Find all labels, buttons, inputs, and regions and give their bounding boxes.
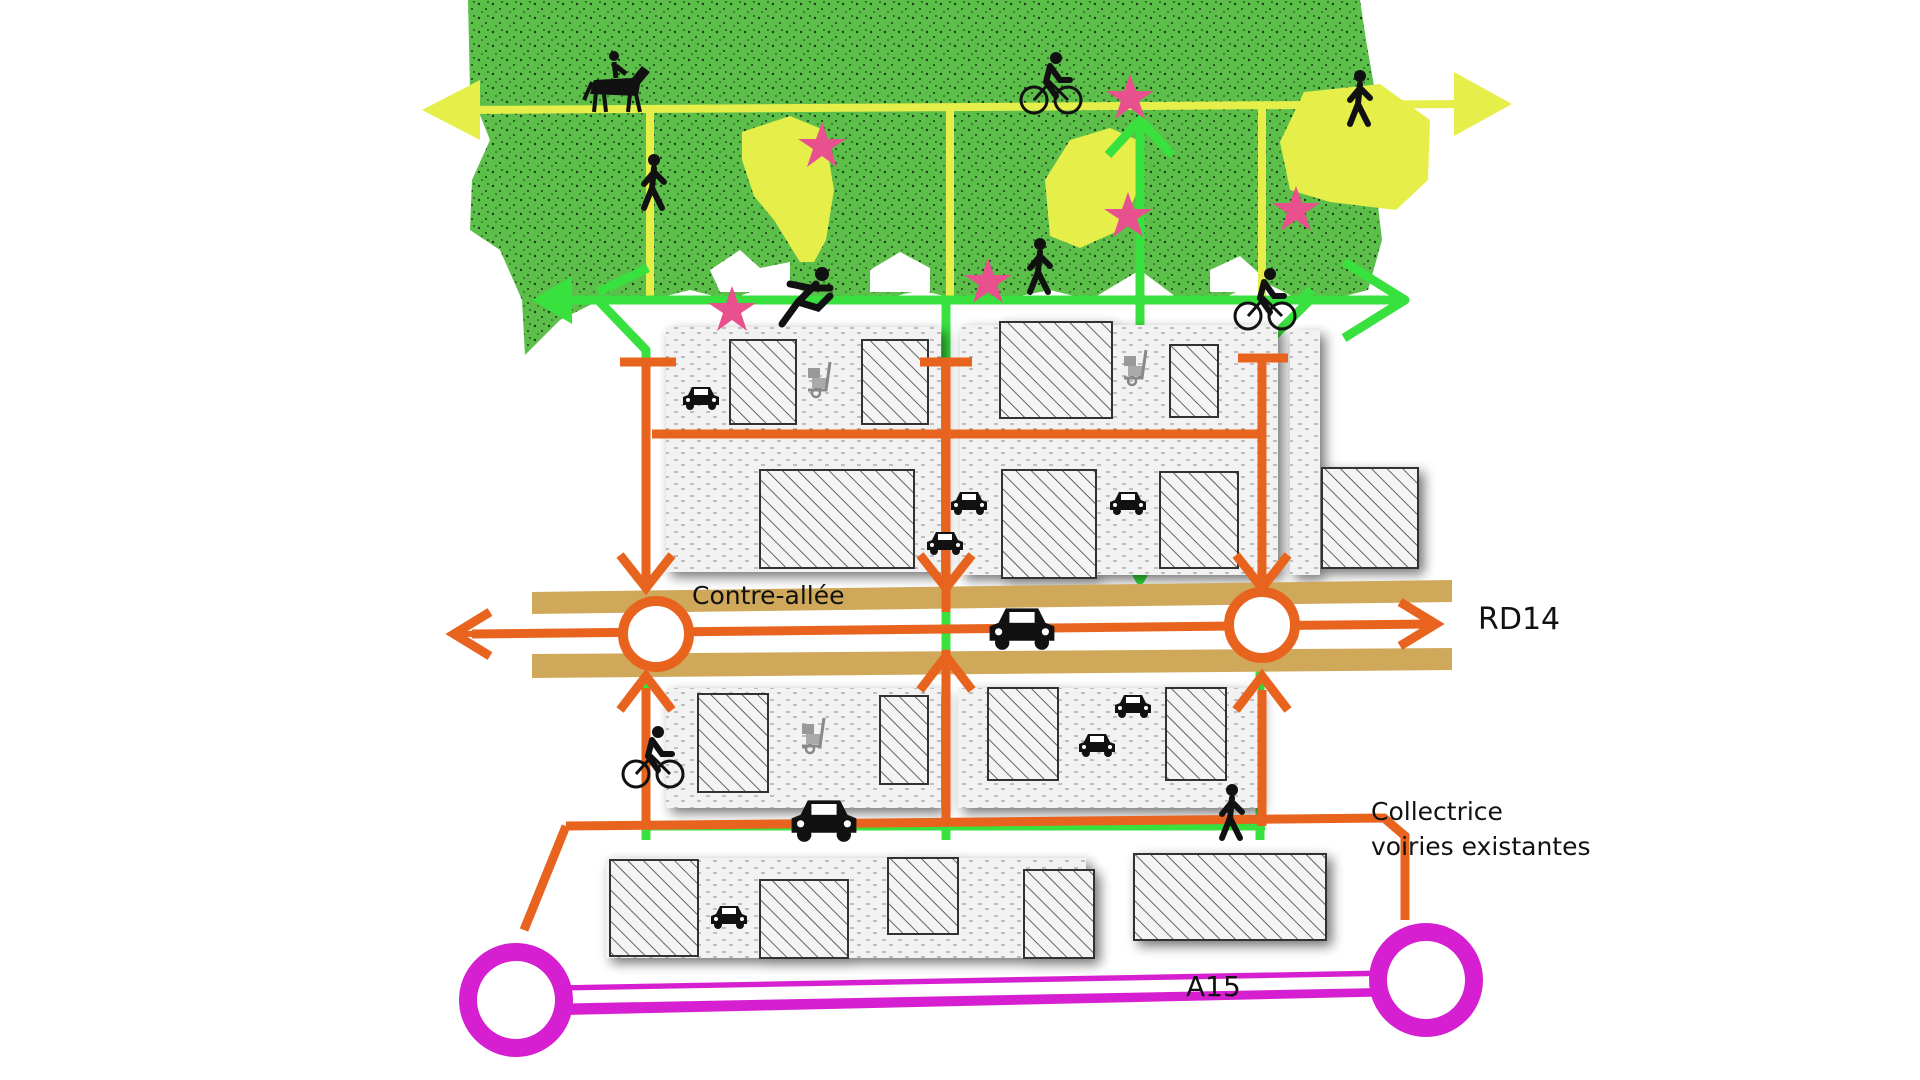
collectrice-label: Collectrice voiries existantes bbox=[1371, 794, 1591, 864]
promenade-arrow-right bbox=[1454, 72, 1512, 136]
contre-allee-band bbox=[532, 580, 1452, 678]
forest-area bbox=[468, 0, 1382, 355]
buildings bbox=[606, 321, 1419, 959]
rd14-label: RD14 bbox=[1478, 602, 1561, 637]
promenade-arrow-left bbox=[422, 80, 480, 140]
collectrice-label-line1: Collectrice bbox=[1371, 797, 1503, 826]
road-network bbox=[445, 353, 1445, 932]
a15-motorway bbox=[459, 923, 1483, 1057]
collectrice-label-line2: voiries existantes bbox=[1371, 832, 1591, 861]
green-arrow-left bbox=[532, 276, 572, 324]
roundabouts bbox=[618, 587, 1300, 672]
car-icon bbox=[989, 608, 1055, 650]
a15-label: A15 bbox=[1186, 970, 1241, 1003]
contre-allee-label: Contre-allée bbox=[692, 581, 845, 610]
